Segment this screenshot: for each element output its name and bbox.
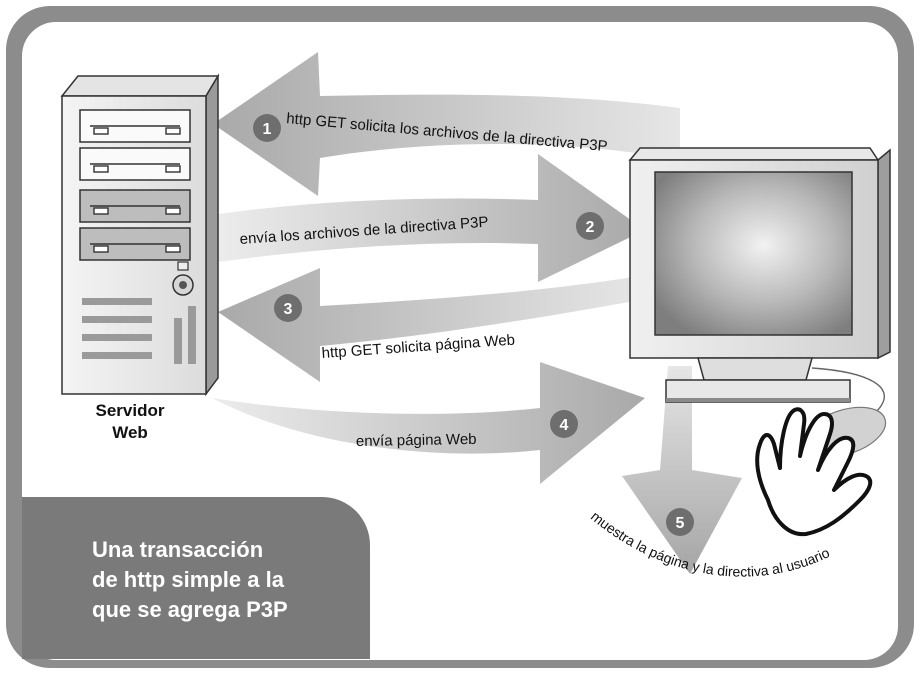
step-1-badge: 1 <box>253 114 281 142</box>
step-number: 2 <box>586 219 595 236</box>
step-4-badge: 4 <box>550 410 578 438</box>
hand-icon <box>755 407 873 537</box>
arrow-step-1 <box>213 52 680 196</box>
step-number: 3 <box>284 301 293 318</box>
step-badge-circle <box>576 212 604 240</box>
arrow-step-3 <box>218 268 640 382</box>
step-number: 5 <box>676 515 685 532</box>
caption-text: Una transacción de http simple a la que … <box>92 537 288 622</box>
server-label: Servidor Web <box>95 401 165 442</box>
caption-box: Una transacción de http simple a la que … <box>22 497 370 659</box>
step-badge-circle <box>253 114 281 142</box>
arrow-step-2 <box>218 154 645 282</box>
step-4-label: envía página Web <box>356 431 477 450</box>
arrow-step-5 <box>622 366 742 574</box>
step-number: 1 <box>263 121 272 138</box>
server-icon <box>60 73 220 397</box>
step-3-badge: 3 <box>274 294 302 322</box>
arrow-step-4 <box>212 362 645 484</box>
step-badge-circle <box>550 410 578 438</box>
step-5-badge: 5 <box>666 508 694 536</box>
step-2-badge: 2 <box>576 212 604 240</box>
step-badge-circle <box>666 508 694 536</box>
step-number: 4 <box>560 417 569 434</box>
step-badge-circle <box>274 294 302 322</box>
monitor-icon <box>628 147 891 403</box>
